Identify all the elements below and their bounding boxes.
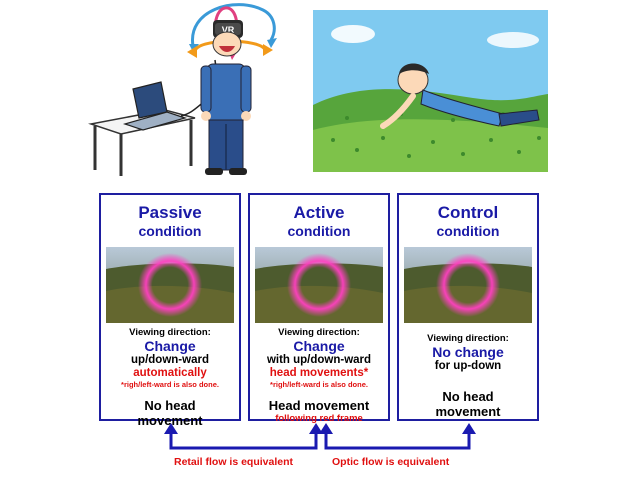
vr-user-illustration: VR	[88, 3, 277, 176]
direction-text: up/down-ward	[131, 354, 209, 366]
retinal-flow-arrow	[169, 432, 318, 450]
headset-label: VR	[222, 25, 235, 35]
change-status: Change	[293, 338, 345, 354]
panel-title-line1: Active	[293, 203, 345, 222]
viewing-direction-label: Viewing direction:	[427, 333, 509, 344]
flying-boy-illustration	[313, 10, 548, 172]
retinal-flow-label: Retail flow is equivalent	[174, 456, 294, 468]
head-movement-line1: No head	[144, 398, 196, 413]
head-movement-sub: following red frame	[275, 413, 363, 424]
head-movement-line1: Head movement	[268, 398, 370, 413]
active-condition-panel: Active condition Viewing direction: Chan…	[248, 193, 390, 424]
vr-headset-user-icon: VR	[200, 20, 252, 175]
rotation-arrow-blue	[191, 3, 276, 47]
forest-vr-view-image	[255, 247, 383, 323]
red-emphasis-text: head movements*	[269, 367, 369, 379]
viewing-direction-label: Viewing direction:	[129, 327, 211, 338]
red-emphasis-text: automatically	[133, 367, 207, 379]
control-condition-panel: Control condition Viewing direction: No …	[397, 193, 539, 421]
passive-condition-panel: Passive condition Viewing direction: Cha…	[99, 193, 241, 428]
change-status: Change	[144, 338, 196, 354]
direction-text: for up-down	[434, 360, 502, 372]
panel-title-line1: Control	[437, 203, 499, 222]
flying-boy-icon	[380, 63, 540, 129]
panel-title: Active condition	[250, 203, 388, 241]
panel-title-line1: Passive	[138, 203, 202, 222]
laptop-icon	[122, 81, 188, 131]
panel-title: Control condition	[399, 203, 537, 241]
viewing-direction-label: Viewing direction:	[278, 327, 360, 338]
panel-title-line2: condition	[287, 223, 351, 239]
panel-title-line2: condition	[436, 223, 500, 239]
optic-flow-arrow	[324, 432, 471, 450]
panel-title: Passive condition	[101, 203, 239, 241]
optic-flow-label: Optic flow is equivalent	[332, 456, 450, 468]
direction-text: with up/down-ward	[266, 354, 372, 366]
head-movement-line2: movement	[137, 413, 203, 428]
forest-vr-view-image	[404, 247, 532, 323]
change-status: No change	[432, 344, 504, 360]
footnote-text: *righ/left-ward is also done.	[121, 380, 219, 389]
forest-vr-view-image	[106, 247, 234, 323]
footnote-text: *righ/left-ward is also done.	[270, 380, 368, 389]
head-movement-line1: No head	[442, 389, 494, 404]
panel-title-line2: condition	[138, 223, 202, 239]
head-movement-line2: movement	[435, 404, 501, 419]
